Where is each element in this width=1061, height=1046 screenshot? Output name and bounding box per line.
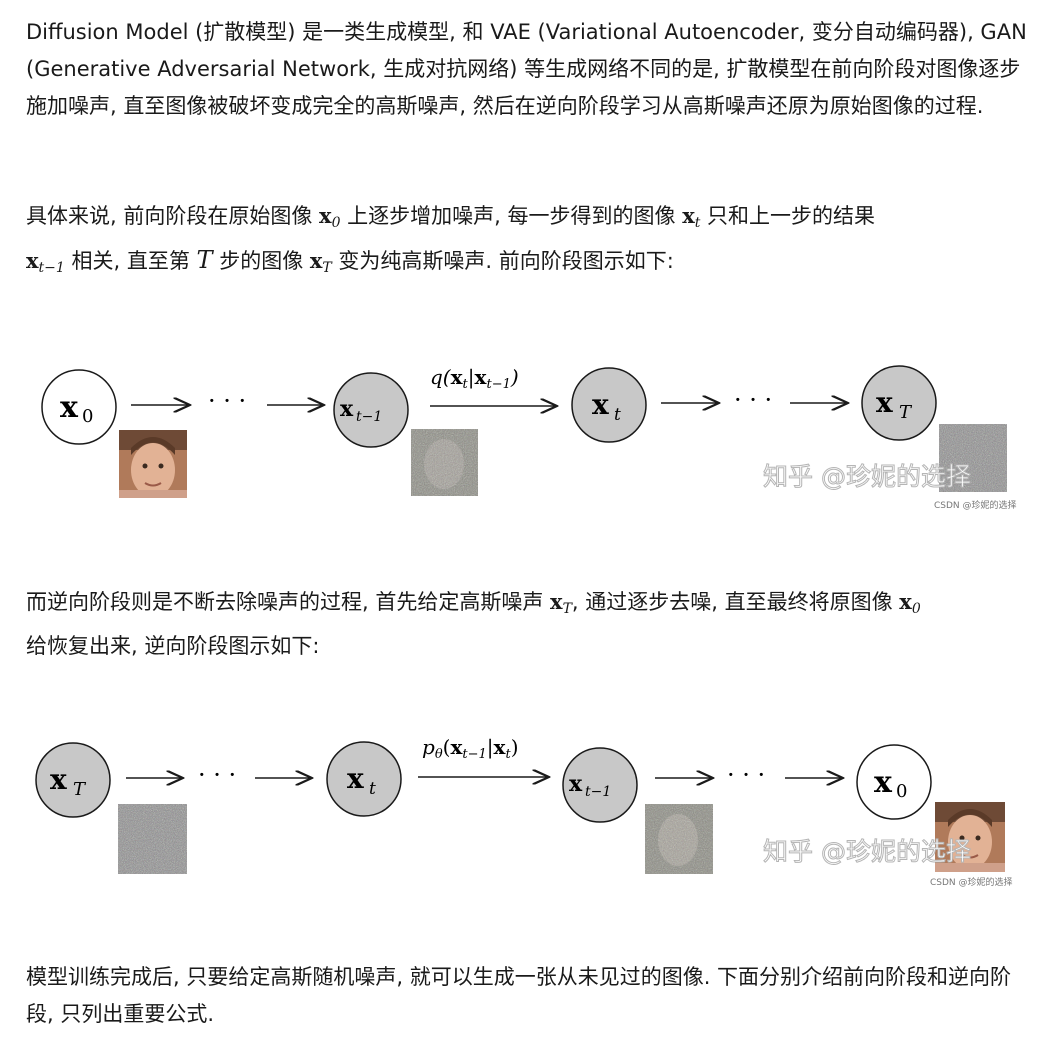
reverse-text-b: , 通过逐步去噪, 直至最终将原图像 — [571, 590, 900, 614]
svg-text:x: x — [569, 771, 583, 797]
math-xt: xt — [682, 203, 701, 231]
zhihu-watermark: 知乎 @珍妮的选择 — [763, 837, 971, 866]
reverse-transition-label: pθ(xt−1|xt) — [422, 735, 519, 762]
face-image-noisy — [411, 429, 478, 496]
node-x0: x 0 — [41, 369, 117, 445]
math-xt-1: xt−1 — [26, 248, 65, 276]
closing-paragraph: 模型训练完成后, 只要给定高斯随机噪声, 就可以生成一张从未见过的图像. 下面分… — [26, 965, 1012, 1026]
face-image-clean — [935, 802, 1005, 872]
forward-text-d: 相关, 直至第 — [64, 249, 197, 273]
zhihu-watermark: 知乎 @珍妮的选择 — [763, 462, 971, 491]
reverse-diagram: x T · · · x t pθ(xt−1|xt) x t−1 · · · x … — [0, 705, 1061, 895]
math-x0: x0 — [319, 203, 341, 231]
math-xT: xT — [309, 248, 332, 276]
ellipsis: · · · — [208, 387, 246, 415]
forward-text-e: 步的图像 — [212, 249, 310, 273]
forward-diagram: x 0 · · · x t−1 q(xt|xt−1) x t · · · x T — [0, 330, 1061, 520]
node-xt-1: x t−1 — [562, 747, 638, 823]
math-xT: xT — [550, 589, 572, 617]
svg-text:T: T — [899, 402, 913, 423]
math-x0: x0 — [899, 589, 921, 617]
svg-text:t: t — [369, 779, 376, 799]
forward-paragraph: 具体来说, 前向阶段在原始图像 x0 上逐步增加噪声, 每一步得到的图像 xt … — [26, 197, 1036, 287]
forward-text-b: 上逐步增加噪声, 每一步得到的图像 — [340, 204, 683, 228]
node-x0: x 0 — [856, 744, 932, 820]
svg-text:t: t — [614, 405, 621, 425]
svg-text:x: x — [592, 388, 609, 421]
svg-text:x: x — [874, 765, 893, 800]
reverse-text-a: 而逆向阶段则是不断去除噪声的过程, 首先给定高斯噪声 — [26, 590, 551, 614]
ellipsis: · · · — [727, 761, 765, 789]
svg-text:x: x — [876, 386, 893, 419]
csdn-watermark: CSDN @珍妮的选择 — [934, 499, 1017, 511]
forward-text-c: 只和上一步的结果 — [700, 204, 876, 228]
svg-text:x: x — [340, 396, 354, 422]
face-image-clean — [119, 430, 187, 498]
forward-transition-label: q(xt|xt−1) — [430, 365, 519, 392]
node-xT: x T — [35, 742, 111, 818]
ellipsis: · · · — [198, 761, 236, 789]
reverse-paragraph: 而逆向阶段则是不断去除噪声的过程, 首先给定高斯噪声 xT, 通过逐步去噪, 直… — [26, 583, 1036, 665]
math-T: T — [196, 246, 213, 274]
svg-text:0: 0 — [896, 781, 907, 802]
face-image-noisy — [645, 804, 713, 874]
node-xT: x T — [861, 365, 937, 441]
svg-text:t−1: t−1 — [585, 784, 611, 800]
node-xt-1: x t−1 — [333, 372, 409, 448]
node-xt: x t — [571, 367, 647, 443]
node-xt: x t — [326, 741, 402, 817]
forward-text-a: 具体来说, 前向阶段在原始图像 — [26, 204, 320, 228]
csdn-watermark: CSDN @珍妮的选择 — [930, 876, 1013, 888]
forward-text-f: 变为纯高斯噪声. 前向阶段图示如下: — [331, 249, 674, 273]
intro-paragraph: Diffusion Model (扩散模型) 是一类生成模型, 和 VAE (V… — [26, 20, 1027, 118]
svg-text:x: x — [347, 762, 364, 795]
noise-image — [939, 424, 1007, 492]
reverse-text-c: 给恢复出来, 逆向阶段图示如下: — [26, 634, 320, 658]
svg-text:T: T — [73, 779, 87, 800]
ellipsis: · · · — [734, 386, 772, 414]
svg-text:t−1: t−1 — [356, 409, 382, 425]
noise-image — [118, 804, 187, 874]
svg-text:x: x — [50, 763, 67, 796]
svg-text:x: x — [60, 390, 79, 425]
svg-text:0: 0 — [82, 406, 93, 427]
